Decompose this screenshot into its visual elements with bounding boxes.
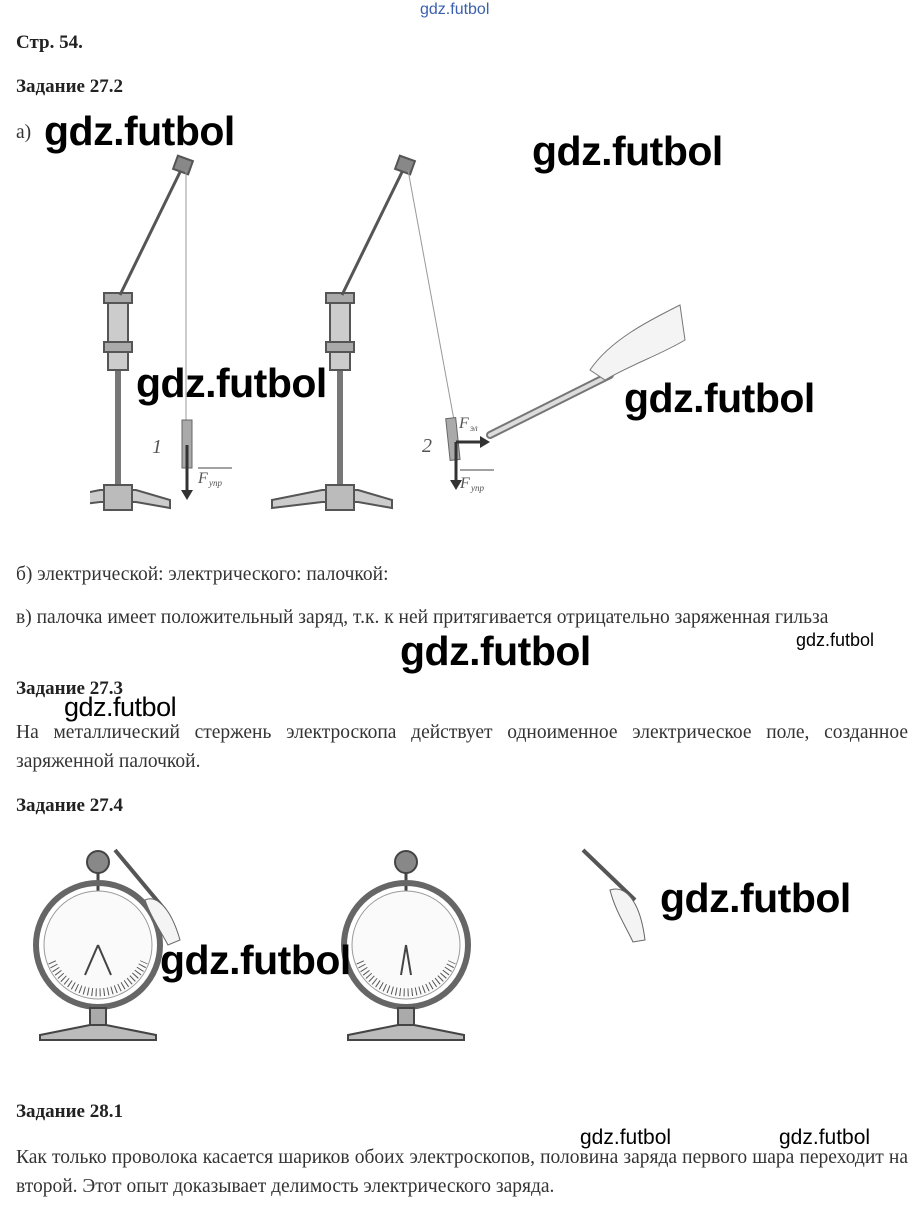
rod-2 xyxy=(581,848,637,902)
svg-text:упр: упр xyxy=(208,478,222,488)
task-27-4-title: Задание 27.4 xyxy=(16,795,123,816)
label-2: 2 xyxy=(422,435,432,457)
rod-with-hand xyxy=(486,304,686,439)
task-27-3-text: На металлический стержень электроскопа д… xyxy=(16,722,908,772)
task-28-1-title: Задание 28.1 xyxy=(16,1101,123,1122)
svg-text:эл: эл xyxy=(470,423,478,433)
force-gravity-2: F xyxy=(459,475,470,492)
page-label: Стр. 54. xyxy=(16,32,83,53)
hand-2 xyxy=(609,888,646,943)
force-gravity-1: F xyxy=(197,470,208,487)
electroscope-1 xyxy=(33,850,163,1041)
watermark: gdz.futbol xyxy=(136,360,327,406)
watermark: gdz.futbol xyxy=(779,1126,871,1149)
header-watermark: gdz.futbol xyxy=(420,1,490,18)
hand-1 xyxy=(144,898,181,946)
electroscope-figure xyxy=(33,848,646,1041)
stand-1 xyxy=(90,154,195,511)
watermark: gdz.futbol xyxy=(160,937,351,983)
watermark: gdz.futbol xyxy=(580,1126,672,1149)
stand-2 xyxy=(271,154,417,511)
watermark: gdz.futbol xyxy=(44,108,235,154)
force-electric: F xyxy=(458,415,469,432)
part-a-label: а) xyxy=(16,122,32,143)
part-c: в) палочка имеет положительный заряд, т.… xyxy=(16,607,829,628)
svg-text:упр: упр xyxy=(470,483,484,493)
watermark: gdz.futbol xyxy=(660,875,851,921)
part-b: б) электрической: электрического: палочк… xyxy=(16,564,389,585)
watermark: gdz.futbol xyxy=(400,628,591,674)
task-28-1-text: Как только проволока касается шариков об… xyxy=(16,1147,908,1197)
task-27-2-title: Задание 27.2 xyxy=(16,76,123,97)
electroscope-2 xyxy=(341,850,471,1041)
watermark: gdz.futbol xyxy=(64,692,177,722)
label-1: 1 xyxy=(152,436,162,458)
pendulum-figure: 1 F упр 2 F эл F упр xyxy=(90,154,686,511)
task-27-3-title: Задание 27.3 xyxy=(16,678,123,699)
watermark: gdz.futbol xyxy=(624,375,815,421)
watermark: gdz.futbol xyxy=(796,630,875,650)
watermark: gdz.futbol xyxy=(532,128,723,174)
